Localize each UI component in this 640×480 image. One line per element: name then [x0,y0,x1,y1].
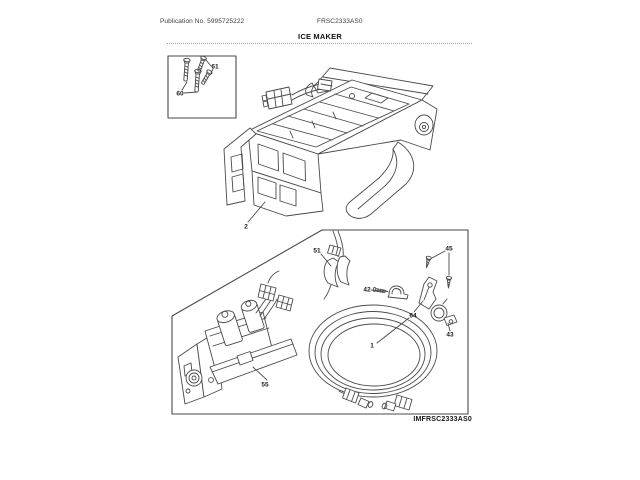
publication-number: Publication No. 5995725222 [160,18,245,25]
page-title: ICE MAKER [298,32,342,41]
callout-2: 2 [244,223,248,231]
screws-45-drawing [423,250,453,289]
bracket-64-drawing [413,276,438,313]
parts-box-border [171,229,469,415]
leader-42 [370,289,389,292]
leader-64 [413,300,424,313]
leader-1 [376,317,410,344]
hardware-kit-box [167,55,237,119]
water-tube-coil-drawing [308,304,438,412]
leader-43 [447,322,451,332]
callout-1: 1 [370,342,374,350]
callout-60: 60 [176,90,184,98]
ice-maker-assembly-drawing [223,67,438,223]
callout-43: 43 [446,331,454,339]
callout-64: 64 [409,312,417,320]
clamp-43-drawing [430,298,458,332]
tube-clip-51-drawing [320,230,351,300]
leader-51 [320,253,332,267]
screw-icons [181,55,214,93]
callout-45: 45 [445,245,453,253]
callout-51: 51 [313,247,321,255]
callout-42: 42 [363,286,371,294]
leader-55 [252,366,268,381]
clip-42-drawing [370,285,409,300]
callout-55: 55 [261,381,269,389]
callout-61: 61 [211,63,219,71]
model-number: FRSC2333AS0 [317,18,363,25]
leader-45 [431,250,450,276]
leader-60 [181,81,198,94]
diagram-code: IMFRSC2333AS0 [413,416,472,423]
title-divider [167,43,472,44]
water-valve-55-drawing [177,270,298,405]
leader-61 [205,59,214,74]
wire-harness-connector [261,78,333,110]
leader-2 [247,201,266,223]
